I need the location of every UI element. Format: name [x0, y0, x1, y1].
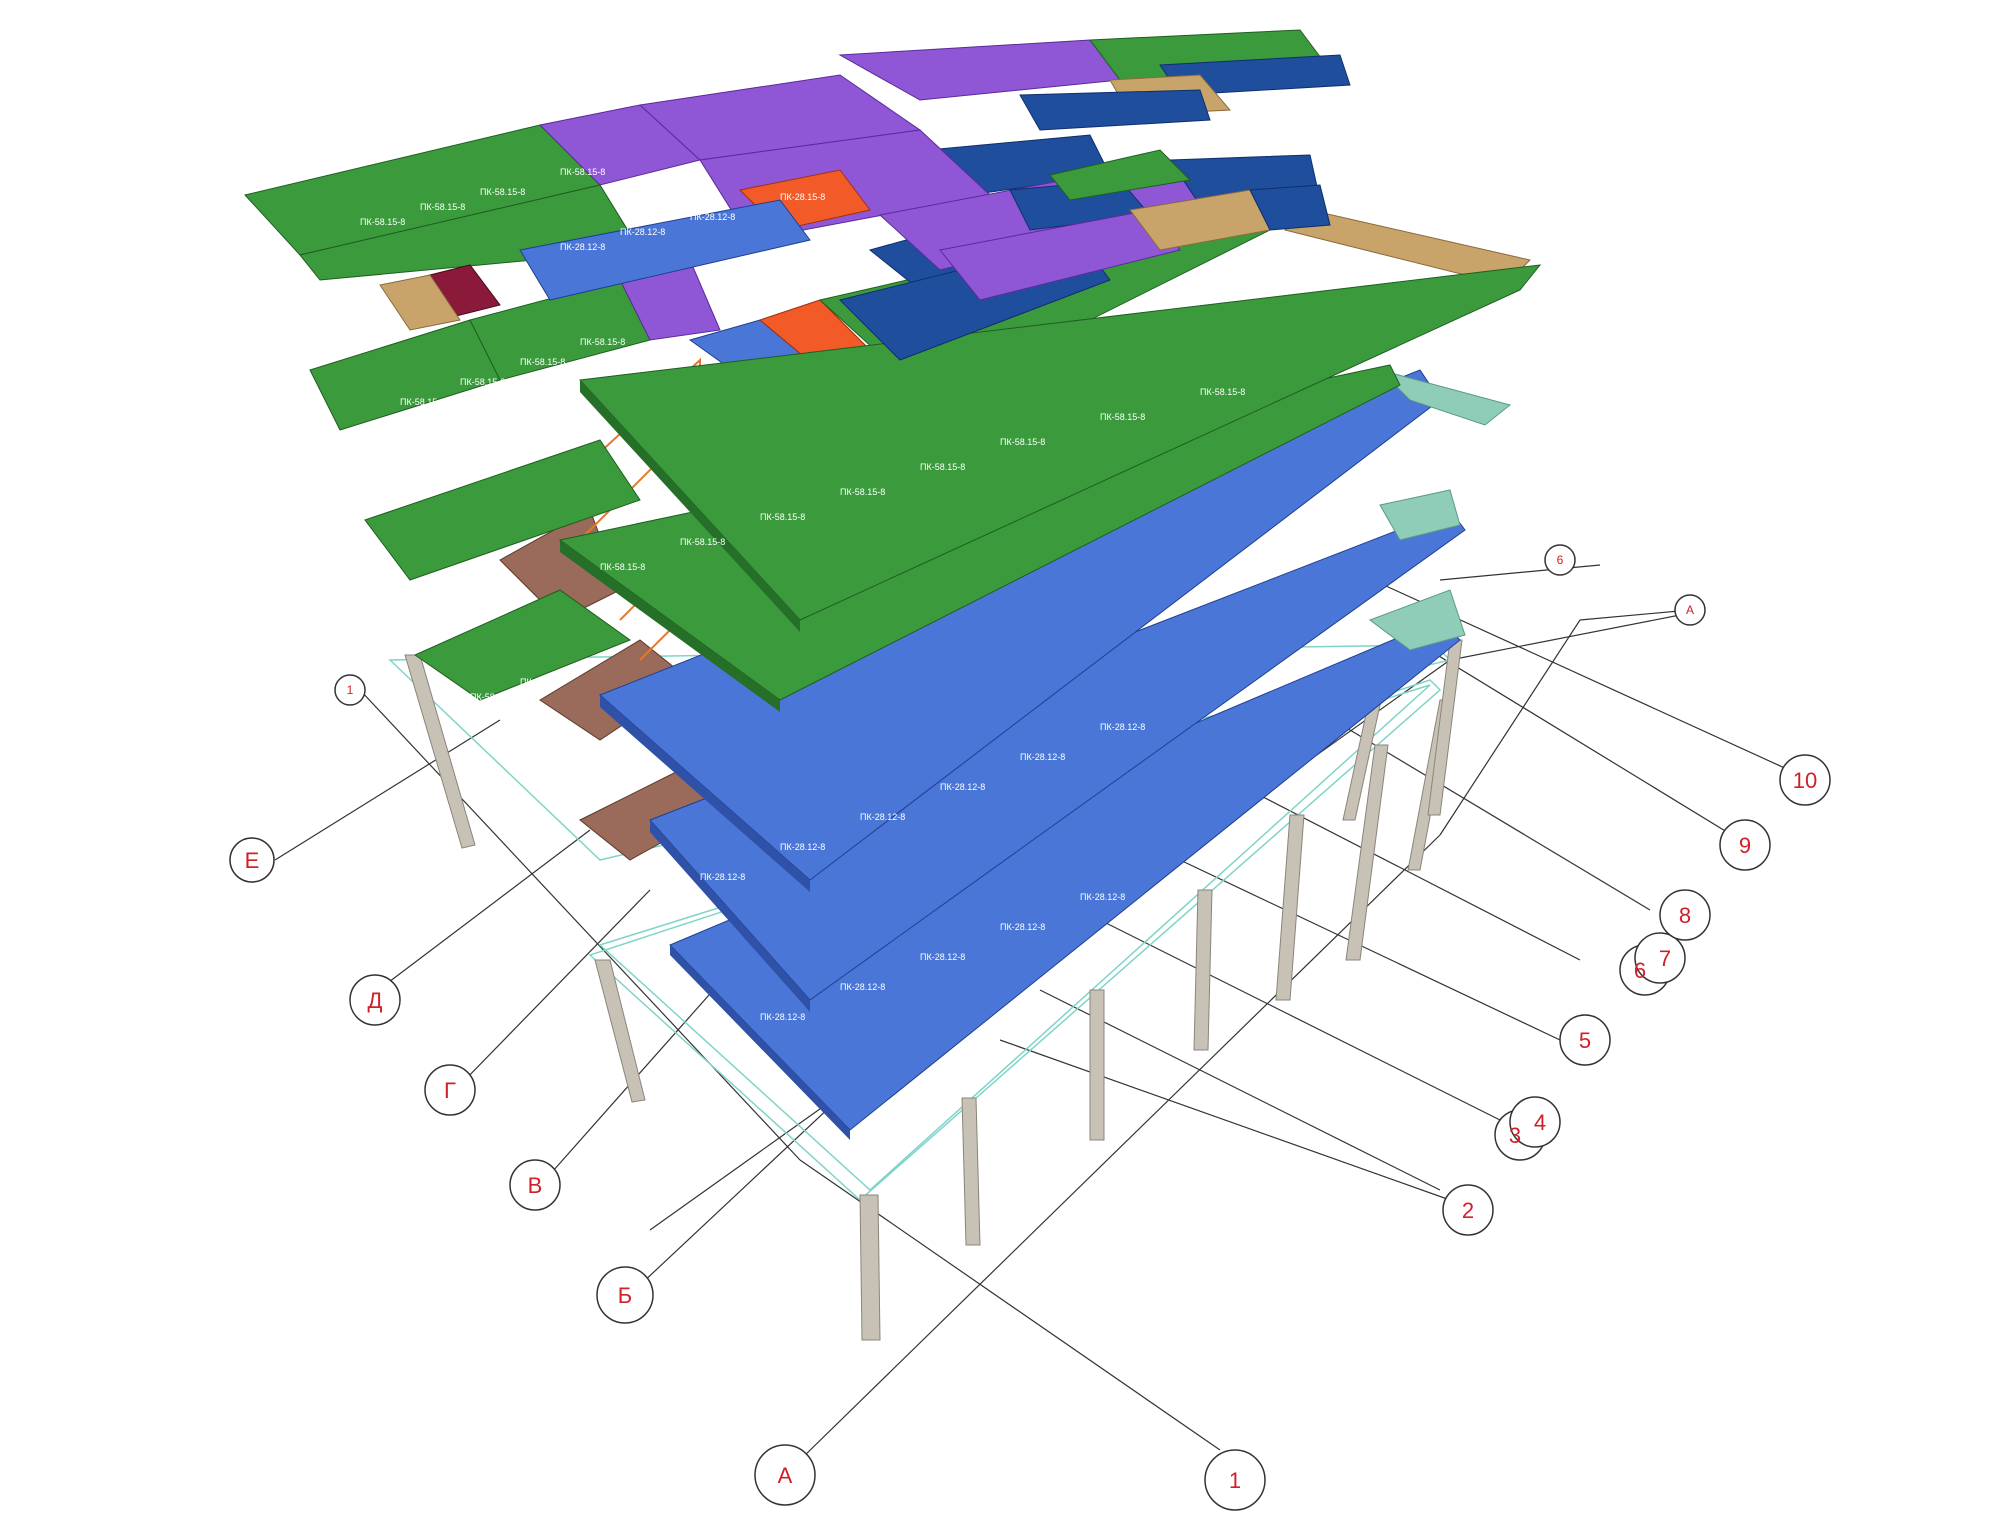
axis-bubble-G: [424, 1064, 476, 1116]
slab-label: ПК-28.15-8: [780, 192, 825, 202]
axis-label-9: 9: [1739, 833, 1751, 858]
axis-bubble-8: [1659, 889, 1711, 941]
axis-bubble-A-top: [1674, 594, 1706, 626]
slab-label: ПК-58.15-8: [460, 377, 505, 387]
slab-label: ПК-58.15-8: [560, 167, 605, 177]
axis-bubble-7: [1634, 932, 1686, 984]
slab-label: ПК-28.12-8: [560, 242, 605, 252]
axis-label-5: 5: [1579, 1028, 1591, 1053]
slab-label: ПК-58.15-8: [1100, 412, 1145, 422]
slab-label: ПК-58.15-8: [360, 217, 405, 227]
axis-label-A-top: А: [1686, 603, 1694, 617]
axis-label-6-top: 6: [1557, 553, 1564, 567]
axis-label-2: 2: [1462, 1198, 1474, 1223]
axis-label-7: 7: [1659, 946, 1671, 971]
slab-label: ПК-58.15-8: [470, 692, 515, 702]
axis-bubble-1-bottom: [1204, 1449, 1266, 1511]
axis-labels: Е Д Г В Б А 1 2 3 4 5 6 7 8 9 10 1 6 А: [245, 553, 1818, 1493]
axis-label-V: В: [528, 1173, 543, 1198]
axis-bubble-4: [1509, 1096, 1561, 1148]
axis-bubble-1-top: [334, 674, 366, 706]
axis-label-4: 4: [1534, 1110, 1546, 1135]
axis-bubble-10: [1779, 754, 1831, 806]
slab-label: ПК-58.15-8: [920, 462, 965, 472]
axis-bubble-V: [509, 1159, 561, 1211]
slab-label: ПК-28.12-8: [700, 872, 745, 882]
axis-bubble-6-top: [1544, 544, 1576, 576]
slab-label: ПК-28.12-8: [940, 782, 985, 792]
axis-bubble-D: [349, 974, 401, 1026]
slab-label: ПК-58.15-8: [1200, 387, 1245, 397]
slab-label: ПК-28.12-8: [1000, 922, 1045, 932]
axis-bubble-5: [1559, 1014, 1611, 1066]
slab-label: ПК-28.12-8: [860, 812, 905, 822]
slab-label: ПК-58.15-8: [400, 397, 445, 407]
slab-label: ПК-58.15-8: [680, 537, 725, 547]
slab-label: ПК-58.15-8: [520, 357, 565, 367]
axis-bubble-9: [1719, 819, 1771, 871]
slab-label: ПК-58.15-8: [840, 487, 885, 497]
slab-label: ПК-28.12-8: [920, 952, 965, 962]
slab-label: ПК-28.12-8: [690, 212, 735, 222]
axis-label-6: 6: [1634, 958, 1646, 983]
axis-label-1-bottom: 1: [1229, 1468, 1241, 1493]
slab-labels: ПК-58.15-8 ПК-58.15-8 ПК-58.15-8 ПК-58.1…: [360, 167, 1245, 1022]
slab-label: ПК-58.15-8: [760, 512, 805, 522]
slab-label: ПК-28.12-8: [780, 842, 825, 852]
slab-label: ПК-28.12-8: [760, 1012, 805, 1022]
axis-bubble-2: [1442, 1184, 1494, 1236]
slab-label: ПК-28.12-8: [1100, 722, 1145, 732]
slab-label: ПК-28.12-8: [1020, 752, 1065, 762]
slab-label: ПК-28.12-8: [1080, 892, 1125, 902]
axis-label-3: 3: [1509, 1123, 1521, 1148]
axis-bubble-E: [229, 837, 275, 883]
slab-label: ПК-58.15-8: [420, 202, 465, 212]
axis-bubble-A-bottom: [754, 1444, 816, 1506]
columns: [404, 639, 1463, 1341]
axis-label-1-top: 1: [347, 683, 354, 697]
axis-label-A-bottom: А: [778, 1463, 793, 1488]
slab-label: ПК-58.15-8: [1000, 437, 1045, 447]
slab-label: ПК-58.15-8: [600, 562, 645, 572]
slab-label: ПК-58.15-8: [480, 187, 525, 197]
floor-1: [413, 589, 1466, 1140]
axis-label-E: Е: [245, 848, 260, 873]
slab-label: ПК-28.12-8: [620, 227, 665, 237]
axis-label-10: 10: [1793, 768, 1817, 793]
slab-label: ПК-58.15-8: [520, 677, 565, 687]
floor-2: [364, 439, 1466, 1012]
axis-bubbles: [229, 544, 1831, 1511]
axis-bubble-B: [596, 1266, 654, 1324]
axis-label-G: Г: [444, 1078, 456, 1103]
floor-5: [244, 29, 1351, 361]
axis-label-B: Б: [618, 1283, 632, 1308]
axis-label-8: 8: [1679, 903, 1691, 928]
slab-label: ПК-28.12-8: [840, 982, 885, 992]
axis-label-D: Д: [368, 988, 383, 1013]
slab-label: ПК-58.15-8: [580, 337, 625, 347]
